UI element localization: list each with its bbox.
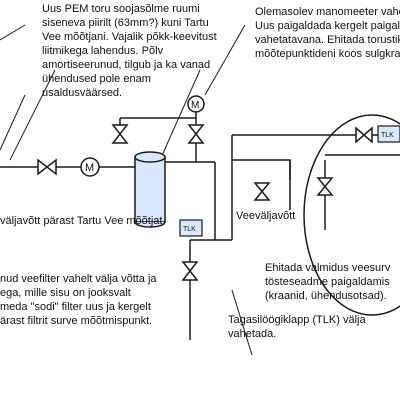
- leader-6: [231, 289, 253, 356]
- meter-main-icon: [80, 157, 100, 177]
- valve-top-right-icon: [187, 124, 205, 144]
- valve-outlet-icon: [253, 182, 271, 201]
- valve-main-icon: [37, 158, 57, 176]
- valve-tlk-down-icon: [181, 261, 199, 281]
- valve-loop-icon: [316, 177, 334, 196]
- outlet-pipe: [232, 159, 291, 180]
- tlk-box-left: [179, 219, 203, 237]
- check-valve-note: Tagasilöögiklapp (TLK) välja vahetada.: [228, 314, 366, 340]
- readiness-zone: [303, 114, 400, 316]
- filter-tank-icon: [134, 151, 166, 228]
- valve-after-meter-note: väljavõtt pärast Tartu Vee mõõtjat.: [0, 215, 166, 227]
- leader-1: [0, 24, 26, 41]
- pipe-note: Uus PEM toru soojasõlme ruumi siseneva p…: [42, 3, 217, 99]
- readiness-note: Ehitada valmidus veesurv tösteseadme pai…: [265, 262, 391, 302]
- manometer-icon: [187, 95, 205, 113]
- water-outlet-label: Veeväljavõtt: [236, 210, 296, 222]
- filter-note: nud veefilter vahelt välja võtta ja ega,…: [0, 273, 157, 327]
- meter-main-label: M: [85, 162, 94, 174]
- leader-2: [0, 94, 26, 151]
- tlk-box-right: [377, 125, 400, 143]
- leader-5: [159, 69, 201, 161]
- valve-top-left-icon: [111, 124, 129, 144]
- manometer-note: Olemasolev manomeeter vahe Uus paigaldad…: [255, 6, 400, 60]
- valve-upper-right-icon: [355, 126, 373, 144]
- manometer-label: M: [191, 100, 199, 111]
- tlk-label-right: TLK: [381, 132, 394, 139]
- leader-3: [9, 69, 56, 161]
- leader-4: [204, 24, 246, 96]
- tlk-label-left: TLK: [183, 226, 196, 233]
